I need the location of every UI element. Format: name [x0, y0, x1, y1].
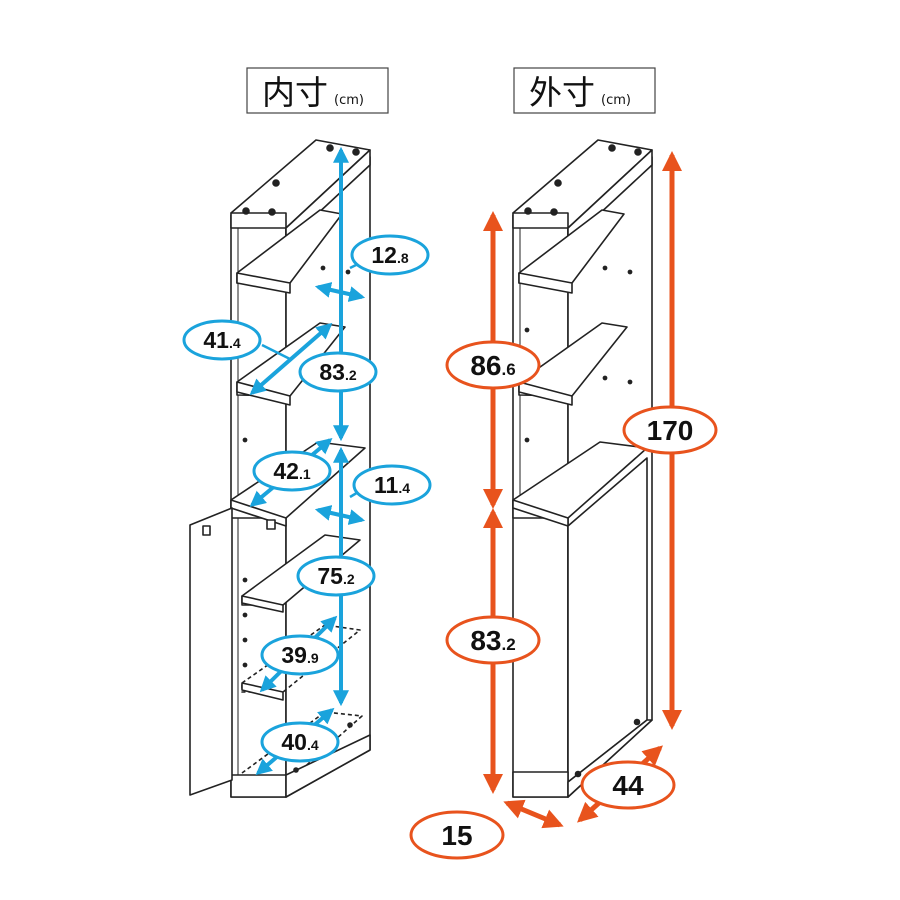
outer-label-upper-height: 86.6: [445, 340, 541, 390]
inner-title-box: 内寸 (cm): [246, 67, 389, 114]
svg-text:86.6: 86.6: [470, 350, 515, 381]
inner-label-upper-height: 83.2: [298, 351, 378, 393]
inner-label-lower-height: 75.2: [296, 555, 376, 597]
outer-label-width: 15: [409, 810, 505, 860]
svg-text:75.2: 75.2: [317, 563, 354, 589]
inner-title: 内寸: [262, 73, 328, 112]
inner-label-shelf-depth-upper: 12.8: [350, 234, 430, 276]
inner-label-shelf-width-upper: 41.4: [182, 319, 262, 361]
svg-text:39.9: 39.9: [281, 642, 318, 668]
svg-text:44: 44: [612, 770, 644, 801]
outer-unit: (cm): [601, 93, 631, 108]
inner-label-shelf-depth-lower: 11.4: [352, 464, 432, 506]
outer-title: 外寸: [529, 73, 595, 112]
svg-text:40.4: 40.4: [281, 729, 318, 755]
outer-cabinet-drawing: [512, 139, 653, 798]
outer-title-box: 外寸 (cm): [513, 67, 656, 114]
svg-text:12.8: 12.8: [371, 242, 408, 268]
svg-text:83.2: 83.2: [470, 625, 515, 656]
inner-label-bottom-width: 40.4: [260, 721, 340, 763]
svg-text:42.1: 42.1: [273, 458, 310, 484]
outer-label-lower-height: 83.2: [445, 615, 541, 665]
svg-text:11.4: 11.4: [374, 472, 410, 498]
inner-label-shelf-width-lower: 39.9: [260, 634, 340, 676]
svg-text:41.4: 41.4: [203, 327, 240, 353]
svg-text:15: 15: [441, 820, 472, 851]
inner-unit: (cm): [334, 93, 364, 108]
outer-label-depth: 44: [580, 760, 676, 810]
outer-label-total-height: 170: [622, 405, 718, 455]
svg-text:170: 170: [647, 415, 694, 446]
svg-text:83.2: 83.2: [319, 359, 356, 385]
inner-label-shelf-width-middle: 42.1: [252, 450, 332, 492]
